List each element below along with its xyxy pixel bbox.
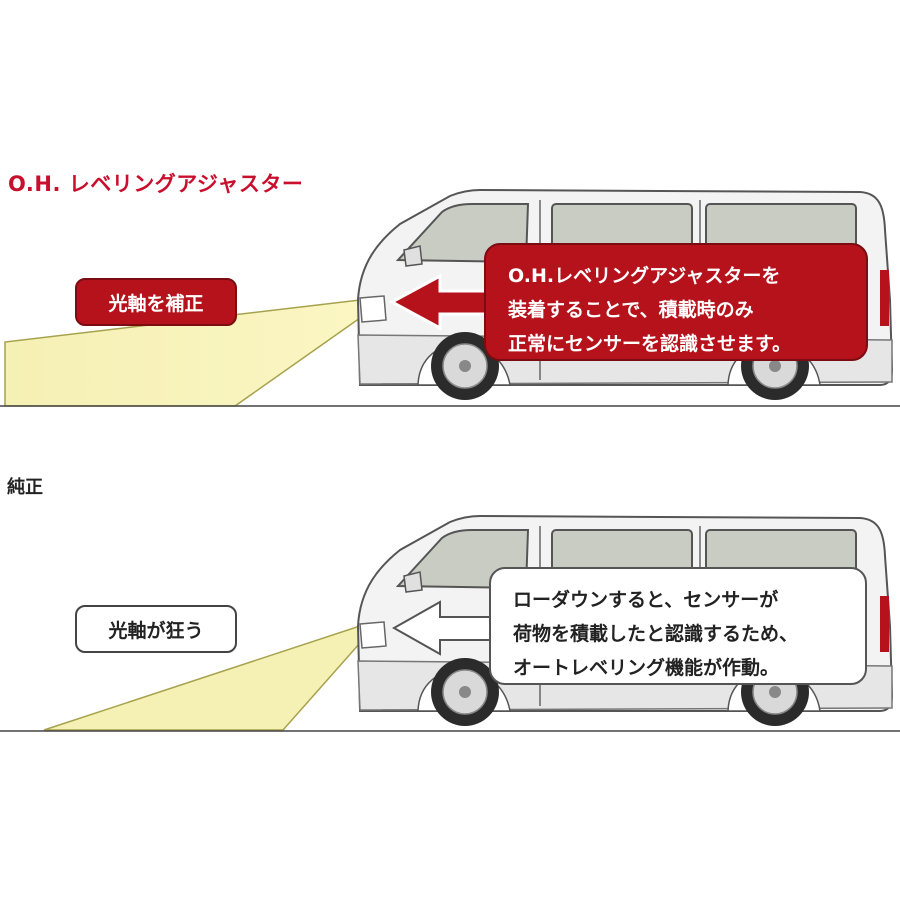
callout-bottom-line: オートレベリング機能が作動。 [513, 657, 780, 679]
callout-top-line: O.H.レベリングアジャスターを [508, 265, 781, 287]
callout-top-line: 装着することで、積載時のみ [508, 299, 754, 321]
top-scene [0, 189, 900, 407]
title-oh-leveling-adjuster: O.H. レベリングアジャスター [8, 172, 304, 196]
label-axis-misaligned: 光軸が狂う [75, 605, 237, 653]
callout-bottom: ローダウンすると、センサーが 荷物を積載したと認識するため、 オートレベリング機… [489, 567, 867, 685]
callout-top: O.H.レベリングアジャスターを 装着することで、積載時のみ 正常にセンサーを認… [484, 243, 868, 361]
label-axis-corrected: 光軸を補正 [75, 278, 237, 326]
callout-bottom-line: 荷物を積載したと認識するため、 [513, 623, 799, 645]
callout-top-line: 正常にセンサーを認識させます。 [508, 333, 792, 355]
title-stock: 純正 [7, 477, 43, 498]
callout-bottom-line: ローダウンすると、センサーが [513, 589, 779, 611]
